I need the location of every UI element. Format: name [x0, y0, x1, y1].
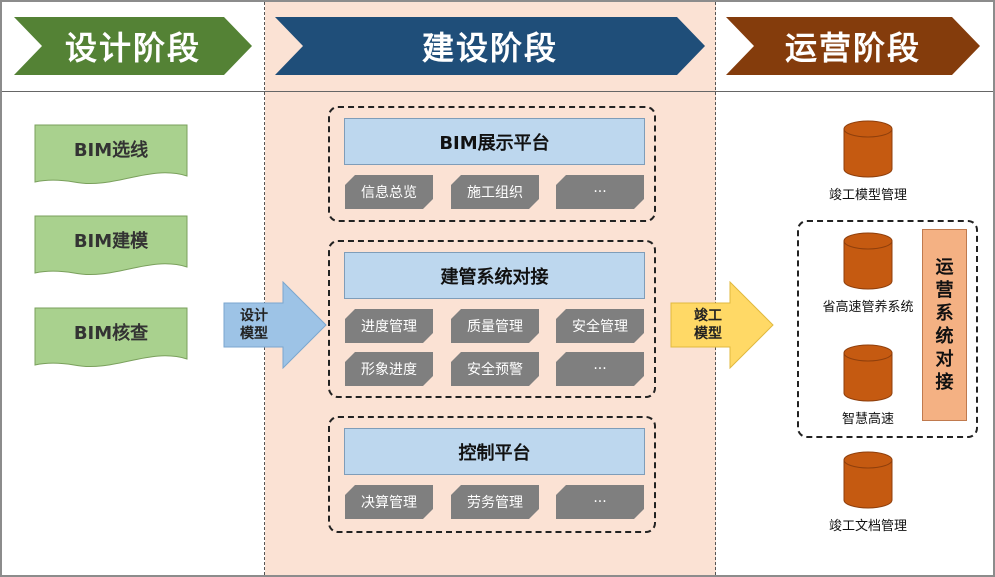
database-cylinder-icon — [843, 120, 893, 178]
chip-safety-management: 安全管理 — [556, 309, 644, 343]
stage-design-label: 设计阶段 — [64, 29, 201, 67]
chip-more: ··· — [556, 175, 644, 209]
design-item-check: BIM核查 — [34, 307, 188, 369]
operations-system-interface: 运 营 系 统 对 接 — [922, 229, 967, 421]
stage-operations-banner: 运营阶段 — [726, 17, 980, 75]
completion-model-label-2: 模型 — [694, 326, 722, 342]
chevron-banner-icon — [275, 17, 705, 75]
bim-display-platform: BIM展示平台 — [344, 118, 645, 165]
chip-quality-management: 质量管理 — [451, 309, 539, 343]
management-system-platform: 建管系统对接 — [344, 252, 645, 299]
design-model-arrow: 设计 模型 — [223, 281, 327, 369]
stage-construction-banner: 建设阶段 — [275, 17, 705, 75]
design-item-label: BIM选线 — [73, 139, 149, 161]
completion-model-management-label: 竣工模型管理 — [828, 188, 907, 203]
column-divider-right — [715, 2, 716, 575]
right-arrow-icon — [670, 281, 774, 369]
smart-highway-label: 智慧高速 — [841, 412, 894, 427]
chip-more: ··· — [556, 485, 644, 519]
design-item-label: BIM核查 — [73, 322, 149, 344]
right-arrow-icon — [223, 281, 327, 369]
column-divider-left — [264, 2, 265, 575]
design-model-label-1: 设计 — [240, 308, 268, 324]
chip-info-overview: 信息总览 — [345, 175, 433, 209]
chevron-banner-icon — [726, 17, 980, 75]
stage-operations-label: 运营阶段 — [784, 29, 921, 67]
design-item-modeling: BIM建模 — [34, 215, 188, 277]
database-cylinder-icon — [843, 344, 893, 402]
stage-construction-label: 建设阶段 — [421, 29, 558, 67]
control-platform-group — [328, 416, 656, 533]
design-model-label-2: 模型 — [240, 326, 268, 342]
bim-display-group — [328, 106, 656, 222]
chip-construction-organization: 施工组织 — [451, 175, 539, 209]
chip-image-progress: 形象进度 — [345, 352, 433, 386]
management-system-group — [328, 240, 656, 398]
control-platform: 控制平台 — [344, 428, 645, 475]
design-item-route: BIM选线 — [34, 124, 188, 186]
stage-design-banner: 设计阶段 — [14, 17, 252, 75]
completion-model-arrow: 竣工 模型 — [670, 281, 774, 369]
chip-more: ··· — [556, 352, 644, 386]
operations-integration-group — [797, 220, 978, 438]
completion-model-label-1: 竣工 — [694, 308, 722, 324]
chip-safety-warning: 安全预警 — [451, 352, 539, 386]
database-cylinder-icon — [843, 232, 893, 290]
chevron-banner-icon — [14, 17, 252, 75]
header-divider — [2, 91, 993, 92]
chip-labor-management: 劳务管理 — [451, 485, 539, 519]
chip-progress-management: 进度管理 — [345, 309, 433, 343]
provincial-highway-maintenance-label: 省高速管养系统 — [822, 300, 914, 315]
completion-document-management-label: 竣工文档管理 — [828, 519, 907, 534]
chip-final-accounts: 决算管理 — [345, 485, 433, 519]
database-cylinder-icon — [843, 451, 893, 509]
design-item-label: BIM建模 — [73, 230, 149, 252]
